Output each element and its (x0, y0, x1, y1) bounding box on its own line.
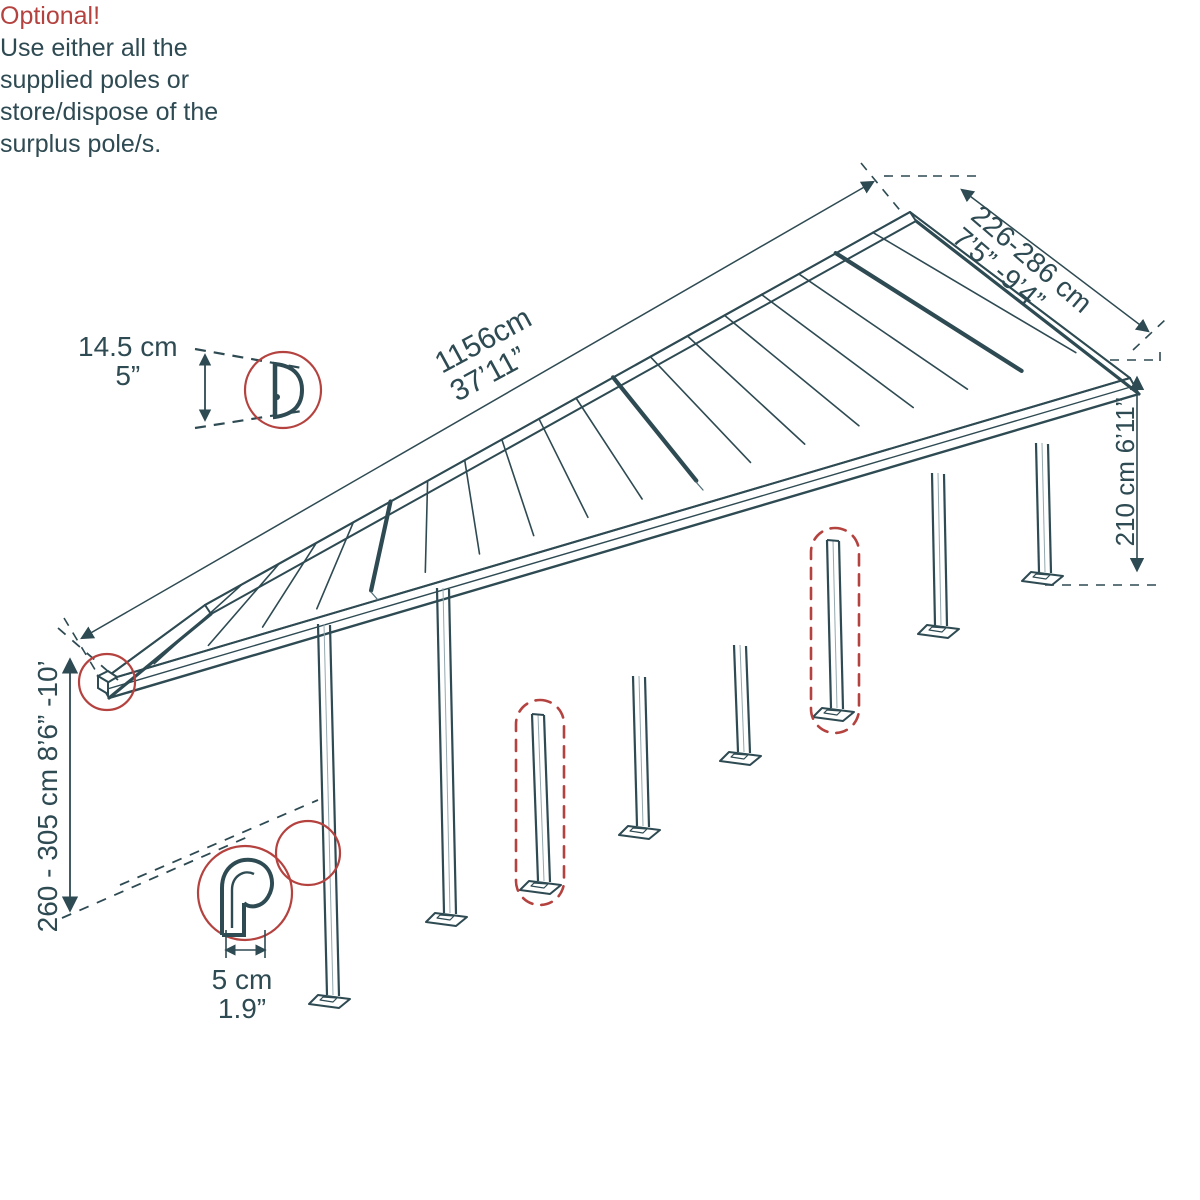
post-profile-callout (196, 844, 294, 958)
front-corner-callout (274, 819, 342, 887)
optional-pole-highlights (514, 526, 861, 907)
height-left-cm: 260 - 305 cm (32, 768, 63, 933)
post-5 (917, 472, 960, 639)
corner-bracket-callout (77, 652, 137, 712)
post-3 (618, 675, 661, 840)
label-height-left: 260 - 305 cm 8’6” -10’ (32, 660, 63, 933)
height-right-cm: 210 cm (1110, 461, 1140, 547)
post-callout-circle (196, 844, 294, 942)
optional-note-line1: Use either all the (0, 34, 188, 62)
dim-height-right (1045, 352, 1161, 586)
profile-depth-inch: 5” (115, 360, 141, 392)
post-4 (719, 644, 762, 766)
post-2 (425, 587, 468, 927)
roof-profile-callout (194, 347, 323, 430)
dim-length (63, 162, 930, 679)
dim-height-left (57, 627, 319, 919)
height-left-inch: 8’6” -10’ (32, 660, 63, 762)
post-width-inch: 1.9” (217, 993, 267, 1025)
profile-callout-circle (243, 350, 323, 430)
roof-assembly (99, 211, 1141, 700)
profile-depth-cm: 14.5 cm (78, 331, 178, 362)
label-profile-depth: 14.5 cm 5” (78, 332, 178, 391)
label-post-width: 5 cm 1.9” (192, 965, 292, 1024)
dim-width (933, 175, 1166, 351)
post-width-cm: 5 cm (211, 964, 273, 995)
post-1 (308, 623, 351, 1009)
optional-pole-rear (812, 539, 855, 722)
optional-note-line3: store/dispose of the (0, 98, 219, 126)
optional-highlight-front (514, 698, 566, 907)
post-6 (1021, 442, 1064, 586)
optional-pole-front (519, 713, 562, 895)
optional-note: Optional! Use either all the supplied po… (0, 0, 250, 160)
support-posts (308, 442, 1064, 1009)
optional-note-line2: supplied poles or (0, 66, 190, 94)
label-height-right: 210 cm 6’11” (1110, 398, 1140, 547)
optional-note-line4: surplus pole/s. (0, 130, 162, 158)
optional-note-heading: Optional! (0, 2, 101, 30)
height-right-inch: 6’11” (1110, 398, 1140, 454)
